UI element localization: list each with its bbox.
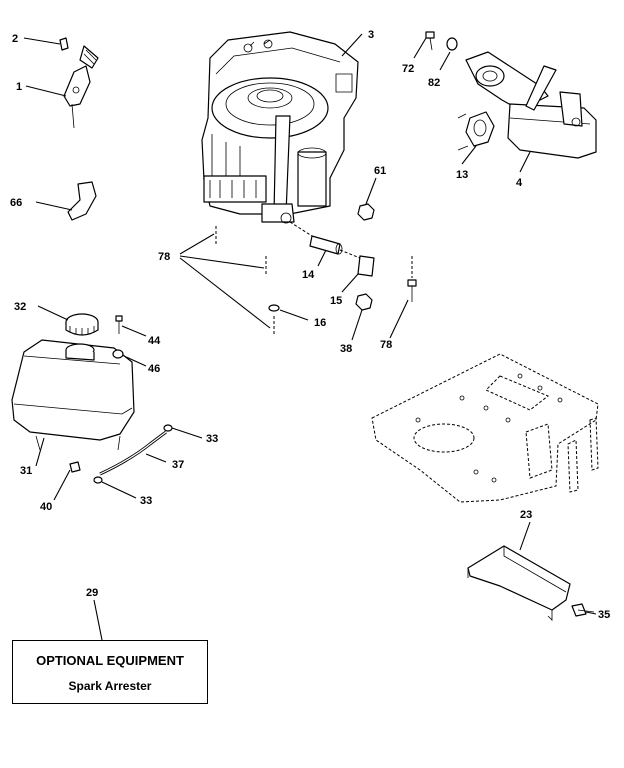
callout-1: 1: [16, 81, 22, 93]
nut-38-part: [355, 293, 373, 311]
callout-29: 29: [86, 587, 98, 599]
spark-arrester-label: Spark Arrester: [68, 679, 152, 693]
throttle-control-part: [63, 45, 99, 129]
callout-14: 14: [302, 269, 315, 281]
optional-equipment-box: OPTIONAL EQUIPMENT Spark Arrester: [12, 640, 208, 704]
clamp-33b-part: [93, 476, 103, 484]
callout-37: 37: [172, 459, 184, 471]
engine-part: [201, 31, 359, 224]
fuel-cap-part: [65, 313, 99, 336]
callout-13: 13: [456, 169, 468, 181]
callout-15: 15: [330, 295, 342, 307]
washer-46-part: [112, 349, 124, 359]
callout-33-upper: 33: [206, 433, 218, 445]
callout-40: 40: [40, 501, 52, 513]
callout-35: 35: [598, 609, 610, 621]
chassis-frame-part: [371, 353, 599, 503]
bracket-66-part: [67, 181, 97, 221]
washer-82-part: [446, 37, 458, 51]
leader-lines: [23, 33, 597, 641]
clamp-33a-part: [163, 424, 173, 432]
fitting-40-part: [69, 461, 81, 473]
callout-78-left: 78: [158, 251, 170, 263]
muffler-part: [465, 51, 597, 159]
callout-32: 32: [14, 301, 26, 313]
gasket-part: [457, 111, 495, 151]
fuel-tank-part: [11, 339, 135, 451]
callout-78-right: 78: [380, 339, 392, 351]
spacer-15-part: [357, 255, 375, 277]
callout-16: 16: [314, 317, 326, 329]
callout-2: 2: [12, 33, 18, 45]
callout-23: 23: [520, 509, 532, 521]
bolt-44-part: [115, 315, 123, 334]
optional-equipment-title: OPTIONAL EQUIPMENT: [36, 653, 184, 668]
screw-35-part: [571, 603, 595, 617]
callout-31: 31: [20, 465, 32, 477]
callout-66: 66: [10, 197, 22, 209]
callout-72: 72: [402, 63, 414, 75]
fuel-line-part: [99, 430, 167, 476]
callout-46: 46: [148, 363, 160, 375]
callout-4: 4: [516, 177, 523, 189]
callout-38: 38: [340, 343, 352, 355]
washer-16-part: [268, 304, 280, 312]
plate-23-part: [467, 545, 571, 621]
bolts-78-part: [215, 226, 417, 336]
screw-2-part: [59, 37, 69, 51]
spacer-14-part: [309, 235, 343, 255]
callout-61: 61: [374, 165, 386, 177]
callout-44: 44: [148, 335, 161, 347]
callout-33-lower: 33: [140, 495, 152, 507]
nut-61-part: [357, 203, 375, 221]
callout-3: 3: [368, 29, 374, 41]
bolt-72-part: [425, 31, 435, 51]
callout-82: 82: [428, 77, 440, 89]
